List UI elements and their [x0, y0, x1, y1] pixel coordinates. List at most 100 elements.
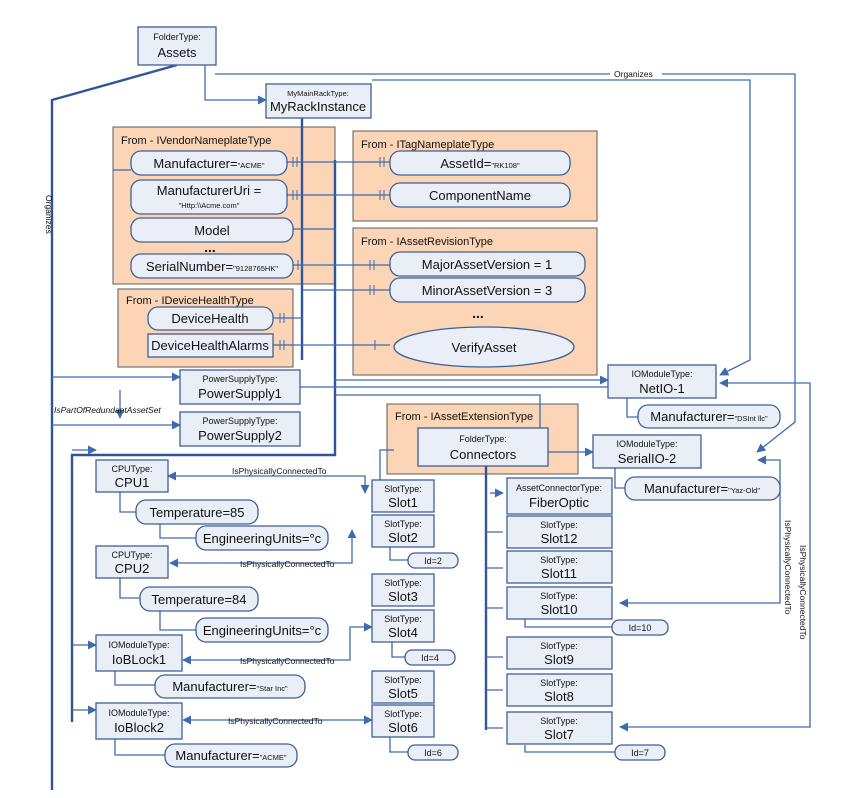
node-name: Slot6 — [388, 720, 418, 735]
method-verify-asset[interactable] — [393, 326, 575, 368]
prop-model[interactable] — [130, 217, 294, 243]
node-type: SlotType: — [384, 484, 422, 494]
node-slot6[interactable] — [371, 704, 435, 738]
node-type: IOModuleType: — [108, 640, 169, 650]
prop-label: MajorAssetVersion = 1 — [422, 257, 552, 272]
node-type: CPUType: — [111, 550, 152, 560]
node-name: PowerSupply2 — [198, 428, 282, 443]
node-slot8[interactable] — [506, 673, 613, 707]
prop-manufacturer-uri[interactable] — [130, 179, 288, 215]
id-label: Id=6 — [424, 748, 442, 758]
prop-major-asset-version[interactable] — [389, 251, 586, 277]
method-label: VerifyAsset — [451, 340, 516, 355]
node-type: SlotType: — [540, 520, 578, 530]
prop-label: Model — [194, 223, 230, 238]
group-title: From - IAssetRevisionType — [361, 236, 493, 248]
edge-label-physically-connected-vertical: IsPhysicallyConnectedTo — [783, 520, 793, 615]
edge-label-physically-connected: IsPhysicallyConnectedTo — [240, 656, 335, 666]
node-name: Slot7 — [544, 727, 574, 742]
node-slot11[interactable] — [506, 550, 613, 584]
node-name: Slot9 — [544, 652, 574, 667]
prop-device-health-alarms[interactable] — [147, 333, 274, 358]
type-boxes: FolderType: Assets MyMainRackType: MyRac… — [95, 26, 717, 745]
edge-label-physically-connected: IsPhysicallyConnectedTo — [232, 466, 327, 476]
group-title: From - IDeviceHealthType — [126, 295, 254, 307]
group-title: From - IAssetExtensionType — [395, 411, 533, 423]
node-type: SlotType: — [384, 519, 422, 529]
node-name: Connectors — [450, 447, 517, 462]
node-type: SlotType: — [540, 641, 578, 651]
node-type: SlotType: — [384, 675, 422, 685]
node-name: Slot4 — [388, 625, 418, 640]
node-type: PowerSupplyType: — [202, 374, 277, 384]
node-name: Slot12 — [541, 531, 578, 546]
id-slot6[interactable] — [407, 744, 459, 761]
id-slot4[interactable] — [404, 649, 456, 666]
connector-lines — [50, 63, 811, 790]
label-bg — [610, 68, 662, 79]
prop-minor-asset-version[interactable] — [389, 277, 586, 303]
prop-device-health[interactable] — [147, 306, 274, 331]
prop-netio-manufacturer[interactable] — [637, 404, 781, 429]
node-netio1[interactable] — [607, 364, 717, 399]
node-slot9[interactable] — [506, 636, 613, 670]
node-slot3[interactable] — [371, 573, 435, 607]
node-serialio2[interactable] — [592, 434, 702, 469]
node-type: IOModuleType: — [631, 369, 692, 379]
node-type: SlotType: — [384, 709, 422, 719]
prop-label: ManufacturerUri = — [157, 183, 261, 198]
node-ioblock2[interactable] — [95, 702, 183, 740]
prop-component-name[interactable] — [389, 182, 571, 208]
id-label: Id=4 — [421, 653, 439, 663]
prop-label: Temperature=84 — [151, 592, 246, 607]
node-slot2[interactable] — [371, 514, 435, 548]
prop-ioblock2-manufacturer[interactable] — [164, 743, 298, 768]
prop-serialio-manufacturer[interactable] — [624, 476, 781, 501]
id-slot2[interactable] — [407, 552, 459, 569]
prop-cpu1-engineering-units[interactable] — [195, 525, 329, 551]
prop-text: Manufacturer="ACME" — [153, 156, 265, 171]
node-type: SlotType: — [540, 591, 578, 601]
node-cpu2[interactable] — [95, 545, 169, 579]
node-slot1[interactable] — [371, 479, 435, 513]
prop-ioblock1-manufacturer[interactable] — [154, 674, 306, 699]
edge-label-organizes: Organizes — [614, 69, 653, 79]
node-ioblock1[interactable] — [95, 634, 183, 672]
node-name: Slot2 — [388, 530, 418, 545]
node-name: Slot10 — [541, 602, 578, 617]
prop-serial-number[interactable] — [130, 253, 294, 279]
prop-asset-id[interactable] — [389, 150, 571, 176]
prop-text: Manufacturer="Yaz-Old" — [644, 481, 760, 496]
node-name: Assets — [157, 45, 197, 60]
node-fiberoptic[interactable] — [506, 477, 613, 515]
node-type: AssetConnectorType: — [516, 483, 602, 493]
prop-label: Temperature=85 — [149, 505, 244, 520]
edge-label-physically-connected-vertical: IsPhysicallyConnectedTo — [798, 545, 808, 640]
id-slot10[interactable] — [611, 619, 669, 636]
edge-label-redundant: IsPartOfRedundantAssetSet — [54, 405, 161, 415]
node-cpu1[interactable] — [95, 459, 169, 493]
prop-text: Manufacturer="Star Inc" — [172, 679, 288, 694]
node-slot10[interactable] — [506, 586, 613, 620]
node-powersupply2[interactable] — [179, 411, 301, 447]
node-myrackinstance[interactable] — [265, 83, 372, 119]
prop-label: DeviceHealthAlarms — [151, 338, 269, 353]
node-powersupply1[interactable] — [179, 369, 301, 405]
node-slot5[interactable] — [371, 670, 435, 704]
node-connectors[interactable] — [417, 427, 549, 467]
prop-label: DeviceHealth — [171, 311, 248, 326]
prop-cpu2-engineering-units[interactable] — [195, 617, 329, 643]
prop-manufacturer[interactable] — [130, 150, 288, 176]
prop-label: EngineeringUnits=°c — [203, 623, 322, 638]
id-slot7[interactable] — [614, 744, 666, 761]
group-title: From - ITagNameplateType — [361, 139, 494, 151]
prop-cpu2-temperature[interactable] — [139, 586, 259, 612]
edge-label-physically-connected: IsPhysicallyConnectedTo — [240, 559, 335, 569]
node-slot7[interactable] — [506, 711, 613, 745]
node-slot12[interactable] — [506, 515, 613, 549]
node-type: FolderType: — [153, 32, 201, 42]
prop-cpu1-temperature[interactable] — [135, 499, 259, 525]
node-slot4[interactable] — [371, 609, 435, 643]
node-assets[interactable] — [137, 26, 217, 66]
